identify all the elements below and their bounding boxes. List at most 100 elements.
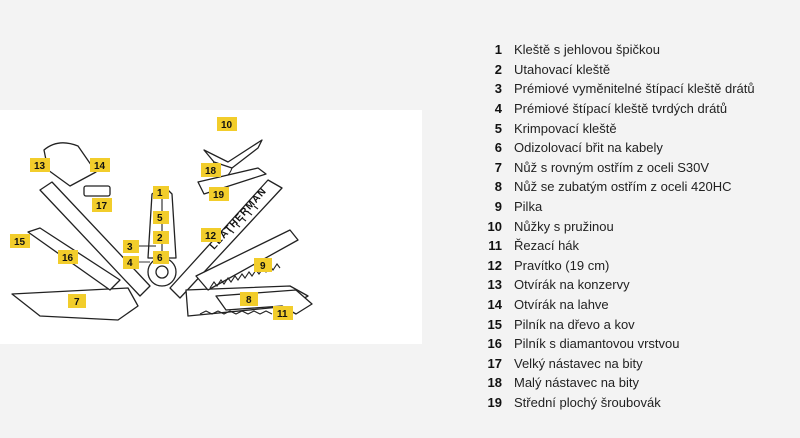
legend-number: 11 — [488, 238, 502, 254]
callout-12-box — [201, 228, 221, 242]
legend-label: Velký nástavec na bity — [514, 355, 643, 371]
callout-6-box — [153, 251, 169, 264]
legend-item: 19 Střední plochý šroubovák — [478, 393, 798, 413]
legend-label: Nůž se zubatým ostřím z oceli 420HC — [514, 179, 732, 195]
legend-label: Pravítko (19 cm) — [514, 257, 610, 273]
legend-label: Střední plochý šroubovák — [514, 394, 661, 410]
legend-number: 19 — [487, 394, 502, 410]
callout-5-box — [153, 211, 169, 224]
legend-number: 2 — [494, 61, 502, 77]
callout-15: 15 — [10, 234, 30, 248]
legend-label: Odizolovací břit na kabely — [514, 140, 663, 156]
callout-19-label: 19 — [213, 190, 225, 201]
saw-blade — [195, 229, 299, 291]
callout-13-box — [30, 158, 50, 172]
callout-10-box — [217, 117, 237, 131]
callout-17: 17 — [92, 198, 112, 212]
callout-12: 12 — [201, 228, 221, 242]
callout-9: 9 — [254, 258, 272, 272]
legend-item: 12 Pravítko (19 cm) — [478, 256, 798, 276]
legend-label: Otvírák na lahve — [514, 297, 609, 313]
callout-19-box — [209, 187, 229, 201]
legend-number: 6 — [494, 140, 502, 156]
legend-label: Krimpovací kleště — [514, 120, 617, 136]
callout-1-label: 1 — [157, 188, 163, 199]
callout-16: 16 — [58, 250, 78, 264]
callout-13-label: 13 — [34, 161, 46, 172]
callout-2-label: 2 — [157, 233, 163, 244]
callout-9-label: 9 — [260, 261, 266, 272]
right-handle — [169, 179, 283, 299]
callout-18-label: 18 — [205, 166, 217, 177]
legend-label: Nůž s rovným ostřím z oceli S30V — [514, 159, 710, 175]
legend-item: 13 Otvírák na konzervy — [478, 275, 798, 295]
callout-14: 14 — [90, 158, 110, 172]
callout-5-label: 5 — [157, 213, 163, 224]
callout-3: 3 — [123, 240, 156, 253]
legend-number: 13 — [487, 277, 502, 293]
legend-number: 3 — [494, 81, 502, 97]
callout-14-label: 14 — [94, 161, 106, 172]
legend-number: 9 — [494, 199, 502, 215]
callout-8-box — [240, 292, 258, 306]
legend-label: Utahovací kleště — [514, 61, 611, 77]
callout-16-label: 16 — [62, 253, 74, 264]
callout-2: 2 — [153, 231, 169, 244]
legend-item: 9 Pilka — [478, 197, 798, 217]
legend-label: Nůžky s pružinou — [514, 218, 614, 234]
callout-17-box — [92, 198, 112, 212]
plier-pivot-inner — [155, 265, 169, 279]
callout-8: 8 — [240, 292, 258, 306]
legend-number: 12 — [487, 257, 502, 273]
legend-item: 5 Krimpovací kleště — [478, 118, 798, 138]
legend-number: 4 — [494, 101, 502, 117]
callout-6: 6 — [153, 251, 169, 264]
multitool-diagram: LEATHERMAN 1 — [0, 110, 422, 344]
callout-18: 18 — [201, 163, 221, 177]
legend-number: 17 — [487, 355, 502, 371]
callout-7-label: 7 — [74, 297, 80, 308]
callout-1: 1 — [153, 186, 169, 200]
callout-12-label: 12 — [205, 231, 217, 242]
callout-2-box — [153, 231, 169, 244]
callout-3-label: 3 — [127, 242, 133, 253]
legend-item: 8 Nůž se zubatým ostřím z oceli 420HC — [478, 177, 798, 197]
legend-item: 11 Řezací hák — [478, 236, 798, 256]
bottle-can-opener — [43, 142, 97, 187]
left-handle — [39, 181, 151, 297]
legend-number: 16 — [487, 336, 502, 352]
legend-label: Malý nástavec na bity — [514, 375, 640, 391]
callout-7: 7 — [68, 294, 86, 308]
legend-label: Prémiové štípací kleště tvrdých drátů — [514, 101, 728, 117]
legend-item: 4 Prémiové štípací kleště tvrdých drátů — [478, 99, 798, 119]
callout-7-box — [68, 294, 86, 308]
large-bit-driver — [83, 185, 111, 197]
callout-15-label: 15 — [14, 237, 26, 248]
legend-label: Otvírák na konzervy — [514, 277, 630, 293]
callout-11-label: 11 — [277, 309, 288, 320]
callout-13: 13 — [30, 158, 50, 172]
legend-label: Řezací hák — [514, 238, 580, 254]
callout-4-label: 4 — [127, 258, 133, 269]
ruler-marks — [229, 205, 259, 234]
callout-10-label: 10 — [221, 120, 233, 131]
legend-number: 7 — [494, 159, 502, 175]
callout-4-box — [123, 256, 139, 269]
legend-number: 1 — [494, 42, 502, 58]
callout-17-label: 17 — [96, 201, 108, 212]
legend-label: Pilka — [514, 199, 543, 215]
legend-item: 6 Odizolovací břit na kabely — [478, 138, 798, 158]
legend-number: 5 — [494, 120, 502, 136]
callout-18-box — [201, 163, 221, 177]
legend-label: Pilník s diamantovou vrstvou — [514, 336, 680, 352]
callout-4: 4 — [123, 256, 150, 269]
legend-number: 15 — [487, 316, 502, 332]
callout-16-box — [58, 250, 78, 264]
legend-number: 8 — [494, 179, 502, 195]
callout-14-box — [90, 158, 110, 172]
legend-number: 14 — [487, 297, 502, 313]
callout-6-label: 6 — [157, 253, 163, 264]
serrated-edge — [199, 310, 273, 315]
